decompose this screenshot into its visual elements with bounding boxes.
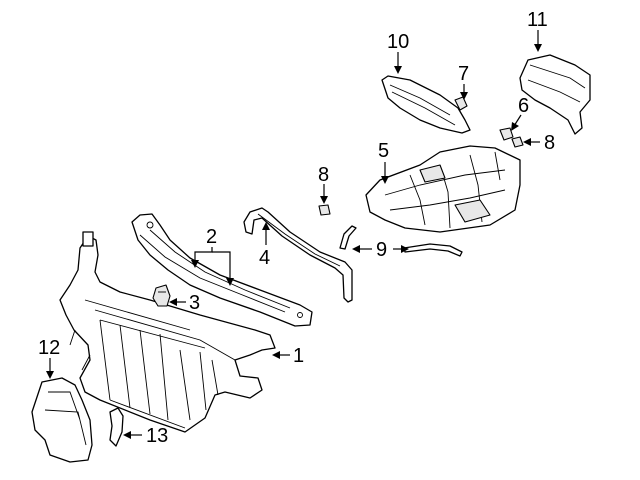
callout-1: 1 — [293, 345, 304, 367]
callout-5: 5 — [378, 140, 389, 162]
callout-11: 11 — [527, 9, 548, 31]
upper-crossmember-part — [131, 213, 313, 327]
bracket-part-3 — [152, 284, 171, 307]
splash-shield-part — [365, 145, 521, 233]
fastener-part-6 — [499, 127, 514, 141]
callout-6: 6 — [518, 95, 529, 117]
callout-8-upper: 8 — [544, 132, 555, 154]
bracket-part-13 — [109, 407, 124, 447]
callout-7: 7 — [458, 63, 469, 85]
callout-4: 4 — [259, 247, 270, 269]
hood-seal-part — [243, 207, 353, 303]
radiator-support-part — [59, 231, 276, 433]
callout-9: 9 — [376, 239, 387, 261]
air-duct-part-12 — [31, 377, 93, 463]
callout-10: 10 — [387, 31, 409, 53]
callout-12: 12 — [38, 337, 60, 359]
leader-lines — [46, 30, 542, 439]
callout-8-lower: 8 — [318, 164, 329, 186]
seal-strip-part — [339, 225, 463, 257]
callout-3: 3 — [189, 292, 200, 314]
callout-13: 13 — [146, 425, 168, 447]
deflector-panel-part-10 — [381, 75, 471, 134]
clip-part-8-upper — [511, 136, 524, 148]
clip-part-7 — [454, 96, 468, 111]
callout-2: 2 — [206, 226, 217, 248]
clip-part-8-lower — [318, 204, 331, 216]
callout-labels: 1 2 3 4 5 6 7 8 8 9 10 11 12 13 — [38, 9, 555, 447]
air-duct-part-11 — [519, 54, 591, 135]
